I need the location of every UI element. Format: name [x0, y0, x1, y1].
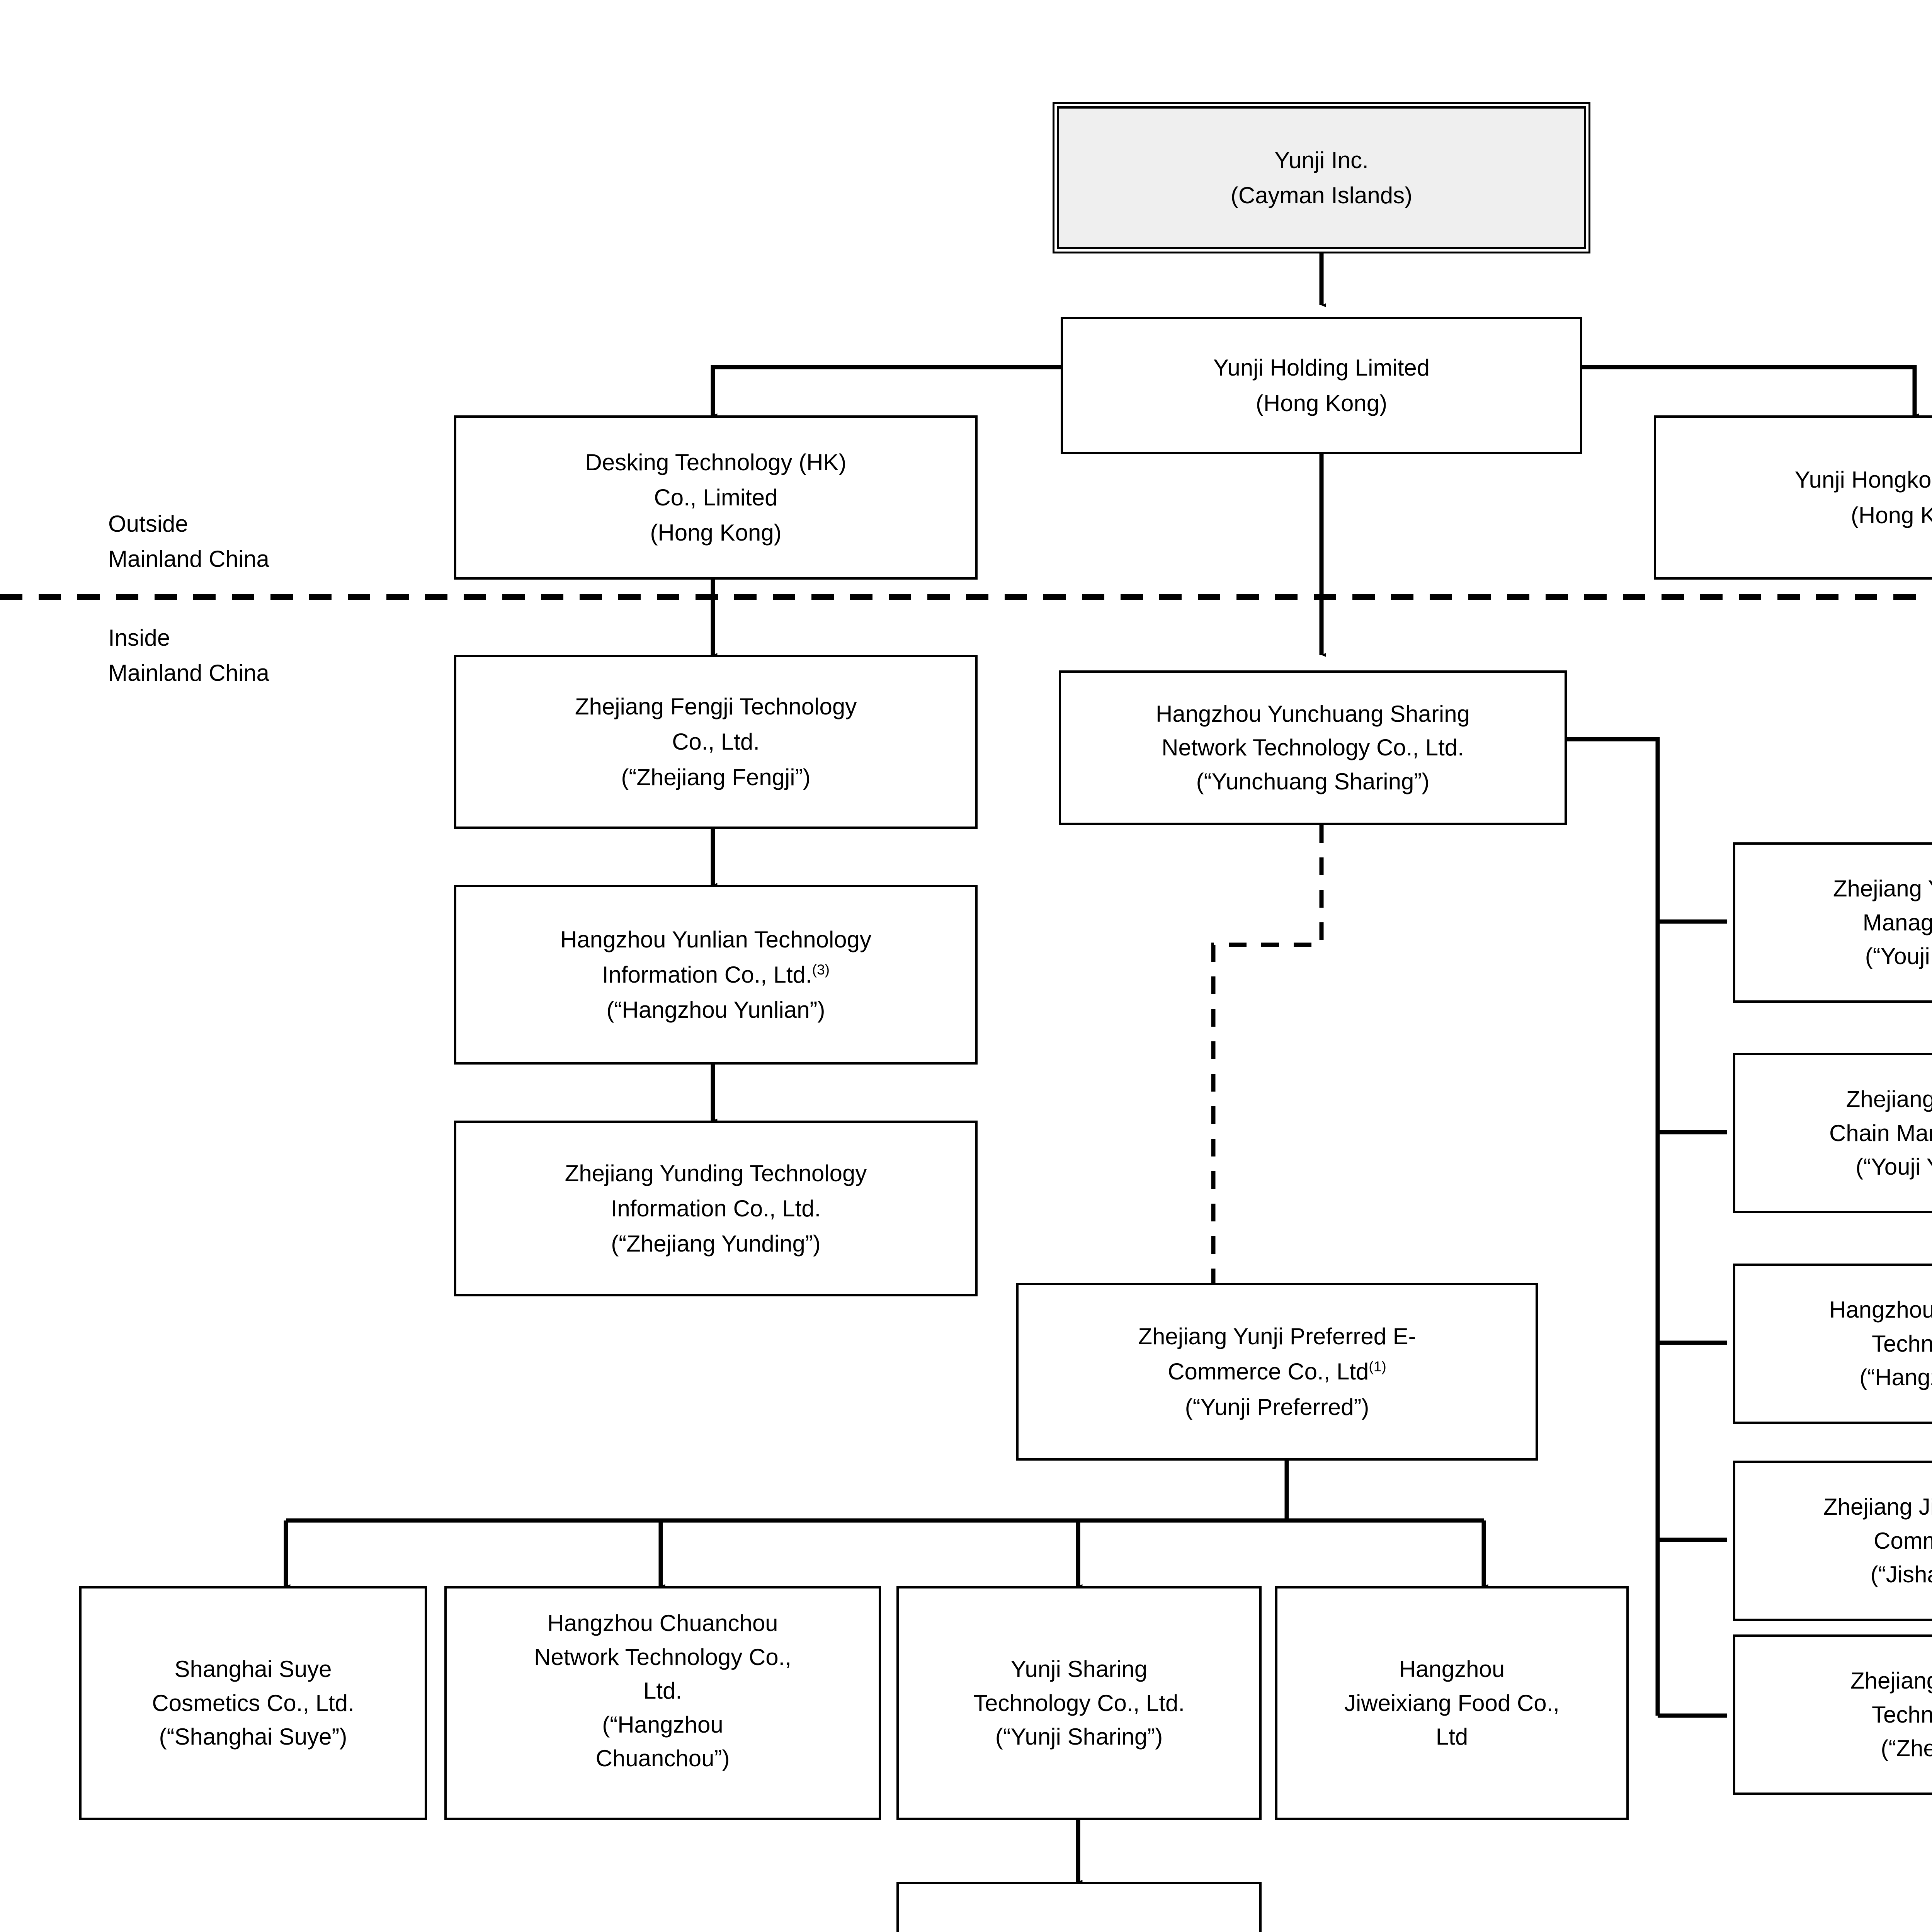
node-shanghai-suye-line3: (“Shanghai Suye”)	[159, 1724, 347, 1750]
node-jishang-line2: Commerce Co., Ltd.	[1874, 1527, 1932, 1554]
node-youji-supply-line3: (“Youji Supply Chain”)	[1865, 943, 1932, 969]
node-desking-line2: Co., Limited	[654, 484, 778, 510]
node-yunchuang-line2: Network Technology Co., Ltd.	[1162, 735, 1464, 761]
node-chuanchou-line3: Ltd.	[643, 1678, 682, 1704]
node-yunji-hongkong-line1: Yunji Hongkong Limited	[1794, 467, 1932, 493]
node-yunchuang-sharing[interactable]: Hangzhou Yunchuang Sharing Network Techn…	[1059, 670, 1567, 825]
node-jichuang-line1: Hangzhou Jichuang Network	[1829, 1297, 1932, 1323]
node-jiyuan-line3: (“Zhejiang Jiyuan”)	[1881, 1735, 1932, 1762]
node-hangzhou-jiweixiang[interactable]: Hangzhou Jiweixiang Food Co., Ltd	[1275, 1586, 1629, 1820]
node-yunji-sharing-line1: Yunji Sharing	[1010, 1656, 1148, 1682]
node-yunchuang-line1: Hangzhou Yunchuang Sharing	[1156, 701, 1470, 727]
node-yunji-sharing[interactable]: Yunji Sharing Technology Co., Ltd. (“Yun…	[896, 1586, 1262, 1820]
node-hangzhou-yunlian-line1: Hangzhou Yunlian Technology	[560, 926, 872, 952]
node-shanghai-suye-line2: Cosmetics Co., Ltd.	[152, 1690, 354, 1716]
node-shanghai-suye[interactable]: Shanghai Suye Cosmetics Co., Ltd. (“Shan…	[79, 1586, 427, 1820]
node-youji-supply-chain[interactable]: Zhejiang Youji Supply Chain Management C…	[1733, 842, 1932, 1003]
node-jichuang-line3: (“Hangzhou Jichuang”)	[1859, 1364, 1932, 1391]
node-zhejiang-jixiang[interactable]: Zhejiang Jixiang E- Commerce Co., Ltd. (…	[896, 1882, 1262, 1932]
node-zhejiang-jiyuan[interactable]: Zhejiang Jiyuan Network Technology Co., …	[1733, 1634, 1932, 1795]
label-inside-mainland-china: Inside Mainland China	[108, 625, 269, 686]
edge-holding-to-desking	[711, 365, 1061, 417]
node-yunji-holding-line1: Yunji Holding Limited	[1213, 355, 1430, 381]
node-shanghai-suye-line1: Shanghai Suye	[174, 1656, 332, 1682]
node-yunji-inc-line1: Yunji Inc.	[1274, 147, 1369, 173]
node-zhejiang-yunding[interactable]: Zhejiang Yunding Technology Information …	[454, 1121, 978, 1296]
node-jishang-line1: Zhejiang Jishang Preferred E-	[1823, 1494, 1932, 1520]
node-youji-yunxuan-chain[interactable]: Zhejiang Yunxuan Supply Chain Management…	[1733, 1053, 1932, 1213]
node-yunji-hongkong-limited[interactable]: Yunji Hongkong Limited (Hong Kong)	[1654, 415, 1932, 580]
node-jiweixiang-line1: Hangzhou	[1399, 1656, 1505, 1682]
node-yunji-inc-line2: (Cayman Islands)	[1230, 182, 1413, 208]
node-yunji-preferred-line2: Commerce Co., Ltd	[1168, 1359, 1369, 1385]
node-zhejiang-fengji-line2: Co., Ltd.	[672, 729, 760, 755]
node-yunji-hongkong-line2: (Hong Kong)	[1850, 502, 1932, 528]
node-jiyuan-line1: Zhejiang Jiyuan Network	[1850, 1668, 1932, 1694]
node-zhejiang-fengji-line1: Zhejiang Fengji Technology	[575, 694, 857, 720]
node-yunji-preferred[interactable]: Zhejiang Yunji Preferred E- Commerce Co.…	[1016, 1283, 1538, 1461]
node-zhejiang-yunding-line1: Zhejiang Yunding Technology	[565, 1160, 867, 1186]
node-jiweixiang-line3: Ltd	[1435, 1724, 1468, 1750]
edge-yunchuang-trunk	[1567, 737, 1660, 1716]
node-desking-technology-hk[interactable]: Desking Technology (HK) Co., Limited (Ho…	[454, 415, 978, 580]
node-hangzhou-jichuang[interactable]: Hangzhou Jichuang Network Technology Co.…	[1733, 1264, 1932, 1424]
node-hangzhou-chuanchou[interactable]: Hangzhou Chuanchou Network Technology Co…	[444, 1586, 881, 1820]
node-yunji-preferred-note: (1)	[1369, 1358, 1386, 1375]
node-jichuang-line2: Technology Co., Ltd.	[1871, 1330, 1932, 1357]
node-yunchuang-line3: (“Yunchuang Sharing”)	[1196, 768, 1430, 794]
node-yunji-preferred-line3: (“Yunji Preferred”)	[1185, 1394, 1369, 1420]
node-hangzhou-yunlian[interactable]: Hangzhou Yunlian Technology Information …	[454, 885, 978, 1065]
node-yunji-sharing-line2: Technology Co., Ltd.	[973, 1690, 1185, 1716]
edge-contractual-yunchuang-to-preferred	[1211, 825, 1324, 1283]
node-yunxuan-line1: Zhejiang Yunxuan Supply	[1846, 1086, 1932, 1112]
node-yunji-inc[interactable]: Yunji Inc. (Cayman Islands)	[1057, 106, 1586, 249]
edge-holding-to-hongkong	[1582, 365, 1919, 417]
node-desking-line3: (Hong Kong)	[650, 520, 782, 546]
node-hangzhou-yunlian-line2: Information Co., Ltd.	[602, 961, 812, 988]
node-yunji-holding-line2: (Hong Kong)	[1255, 390, 1388, 416]
node-desking-line1: Desking Technology (HK)	[585, 449, 847, 475]
node-jiweixiang-line2: Jiweixiang Food Co.,	[1344, 1690, 1560, 1716]
node-yunxuan-line3: (“Youji Yunxuan Chain”)	[1855, 1154, 1932, 1180]
node-youji-supply-line2: Management Co., Ltd.	[1862, 909, 1932, 935]
node-zhejiang-yunding-line3: (“Zhejiang Yunding”)	[611, 1231, 821, 1257]
node-chuanchou-line1: Hangzhou Chuanchou	[547, 1610, 778, 1636]
node-zhejiang-yunding-line2: Information Co., Ltd.	[611, 1195, 821, 1221]
label-outside-mainland-china: Outside Mainland China	[108, 511, 269, 572]
node-youji-supply-line1: Zhejiang Youji Supply Chain	[1833, 876, 1932, 902]
node-yunji-preferred-line1: Zhejiang Yunji Preferred E-	[1138, 1323, 1416, 1350]
node-yunji-holding-limited[interactable]: Yunji Holding Limited (Hong Kong)	[1061, 317, 1582, 454]
node-hangzhou-yunlian-line3: (“Hangzhou Yunlian”)	[606, 997, 825, 1023]
node-chuanchou-line2: Network Technology Co.,	[534, 1644, 791, 1670]
node-zhejiang-fengji-line3: (“Zhejiang Fengji”)	[621, 764, 811, 790]
node-yunji-sharing-line3: (“Yunji Sharing”)	[995, 1724, 1163, 1750]
node-hangzhou-yunlian-note: (3)	[812, 961, 830, 978]
node-chuanchou-line5: Chuanchou”)	[595, 1745, 730, 1772]
node-chuanchou-line4: (“Hangzhou	[602, 1711, 723, 1738]
node-jishang-line3: (“Jishang Preferred”)	[1870, 1561, 1932, 1588]
node-zhejiang-fengji[interactable]: Zhejiang Fengji Technology Co., Ltd. (“Z…	[454, 655, 978, 829]
node-jiyuan-line2: Technology Co., Ltd.	[1871, 1701, 1932, 1728]
node-jishang-preferred[interactable]: Zhejiang Jishang Preferred E- Commerce C…	[1733, 1461, 1932, 1621]
node-yunxuan-line2: Chain Management Co., Ltd.	[1829, 1120, 1932, 1146]
